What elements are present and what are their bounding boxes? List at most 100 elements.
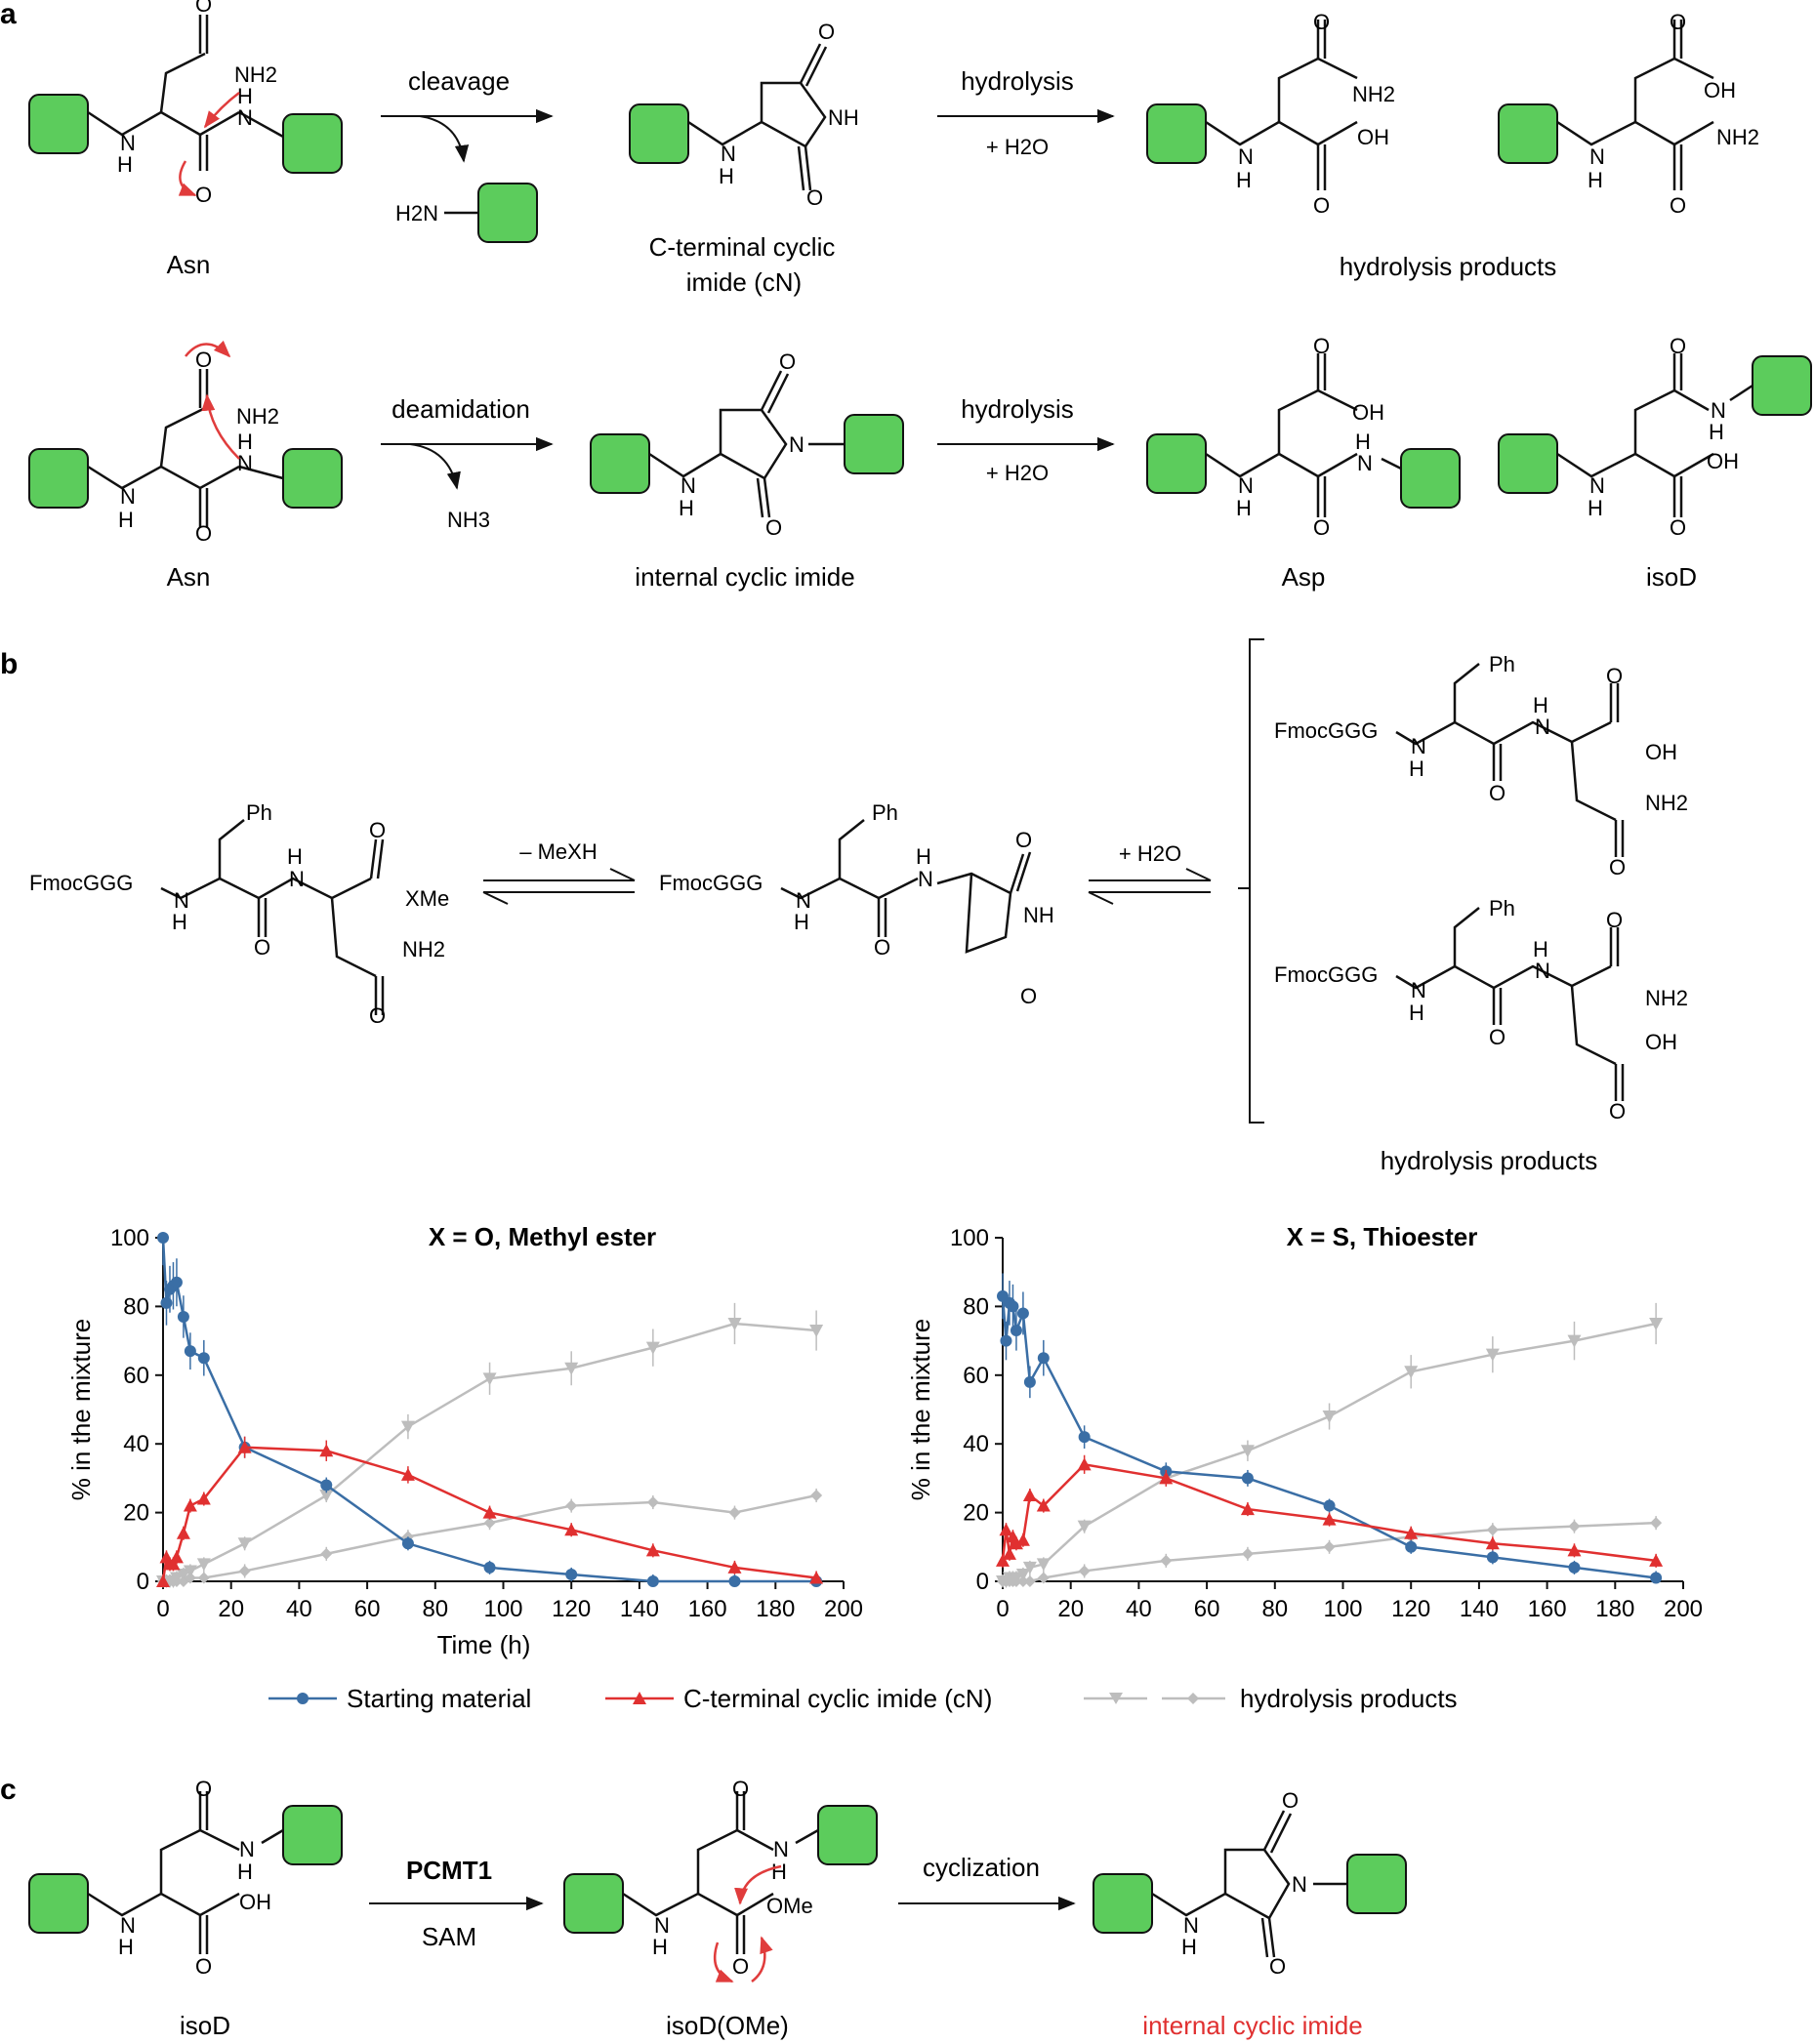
atom-n: N xyxy=(1238,144,1254,169)
data-point xyxy=(1022,1561,1037,1574)
data-point xyxy=(184,1345,196,1358)
data-point xyxy=(237,1440,252,1453)
data-point xyxy=(183,1498,197,1512)
atom-o: O xyxy=(195,347,212,372)
atom-oh: OH xyxy=(1645,740,1677,764)
data-point xyxy=(1241,1472,1254,1485)
atom-o: O xyxy=(1313,193,1330,218)
fmocggg-label: FmocGGG xyxy=(659,871,763,895)
y-axis-label: % in the mixture xyxy=(906,1319,935,1500)
x-tick-label: 40 xyxy=(1126,1596,1152,1622)
atom-n: N xyxy=(773,1837,789,1861)
atom-oh: OH xyxy=(1357,125,1389,149)
series-line xyxy=(163,1322,817,1583)
legend-text-imide: C-terminal cyclic imide (cN) xyxy=(683,1684,992,1713)
data-point xyxy=(646,1575,659,1587)
atom-n: N xyxy=(1292,1872,1307,1897)
data-point xyxy=(170,1575,183,1587)
atom-h: H xyxy=(679,496,694,520)
atom-n: N xyxy=(796,888,811,913)
row1-start-label: Asn xyxy=(167,250,211,279)
data-point xyxy=(1323,1499,1336,1512)
atom-nh2: NH2 xyxy=(1645,791,1688,815)
atom-o: O xyxy=(1313,515,1330,540)
atom-h: H xyxy=(1236,168,1252,192)
atom-h: H xyxy=(118,1935,134,1959)
data-point xyxy=(1037,1572,1050,1584)
atom-n: N xyxy=(721,142,736,166)
atom-h: H xyxy=(794,910,809,934)
data-point xyxy=(1159,1471,1174,1485)
data-point xyxy=(197,1572,210,1584)
data-point xyxy=(1022,1489,1037,1501)
data-point xyxy=(1016,1307,1029,1320)
data-point xyxy=(565,1499,578,1512)
data-point xyxy=(1015,1533,1030,1546)
peptide-cn-structure xyxy=(780,819,1032,954)
deamidation-label: deamidation xyxy=(392,394,530,424)
atom-o: O xyxy=(1606,664,1623,688)
data-point xyxy=(728,1506,741,1519)
data-point xyxy=(565,1568,578,1580)
data-point xyxy=(1078,1431,1091,1444)
atom-o: O xyxy=(818,20,835,44)
x-tick-label: 120 xyxy=(1391,1596,1430,1622)
x-tick-label: 20 xyxy=(218,1596,244,1622)
atom-o: O xyxy=(1489,781,1506,805)
fmocggg-label: FmocGGG xyxy=(29,871,133,895)
atom-o: O xyxy=(1489,1025,1506,1049)
atom-n: N xyxy=(289,867,305,891)
data-point xyxy=(1023,1575,1036,1587)
chart-legend: Starting material C-terminal cyclic imid… xyxy=(268,1684,1458,1713)
data-point xyxy=(157,1232,169,1244)
atom-nh2: NH2 xyxy=(1645,986,1688,1010)
data-point xyxy=(1010,1325,1022,1337)
atom-oh: OH xyxy=(1352,400,1384,425)
atom-o: O xyxy=(1269,1954,1286,1979)
atom-nh2: NH2 xyxy=(1352,82,1395,106)
byproduct-nh3: NH3 xyxy=(447,508,490,532)
legend-marker-starting xyxy=(297,1693,309,1704)
atom-o: O xyxy=(195,1954,212,1979)
data-point xyxy=(1016,1575,1029,1587)
water-label: + H2O xyxy=(986,461,1049,485)
data-point xyxy=(564,1523,579,1536)
pcmt1-label: PCMT1 xyxy=(406,1856,492,1885)
atom-n: N xyxy=(1535,959,1550,983)
hydrolysis-label: hydrolysis xyxy=(961,394,1074,424)
isod-ome-structure xyxy=(563,1791,878,1954)
data-point xyxy=(166,1557,181,1571)
data-point xyxy=(1240,1445,1255,1458)
atom-o: O xyxy=(732,1954,749,1979)
ome-label: OMe xyxy=(766,1894,813,1918)
atom-o: O xyxy=(1670,10,1686,34)
data-point xyxy=(999,1523,1013,1536)
data-point xyxy=(1240,1502,1255,1516)
x-tick-label: 180 xyxy=(756,1596,795,1622)
y-tick-label: 20 xyxy=(963,1500,989,1527)
atom-h: H xyxy=(117,152,133,177)
cn-label-2: imide (cN) xyxy=(686,267,802,297)
atom-nh2: NH2 xyxy=(234,62,277,87)
data-point xyxy=(1405,1540,1418,1553)
atom-h: H xyxy=(1533,693,1548,717)
data-point xyxy=(1567,1334,1582,1348)
x-tick-label: 100 xyxy=(483,1596,522,1622)
hydrolysis-product-1 xyxy=(1146,20,1358,190)
data-point xyxy=(196,1558,211,1572)
atom-n: N xyxy=(239,1837,255,1861)
product-bracket xyxy=(1249,638,1264,1124)
internal-imide-structure xyxy=(590,370,904,518)
data-point xyxy=(645,1543,660,1557)
byproduct-curved-arrow xyxy=(409,443,461,490)
red-curved-arrow xyxy=(178,160,197,197)
y-tick-label: 100 xyxy=(110,1225,149,1251)
eq-half-head xyxy=(482,891,509,905)
internal-imide-final xyxy=(1093,1810,1407,1958)
green-residue-box xyxy=(28,94,89,154)
data-point xyxy=(564,1362,579,1375)
atom-o: O xyxy=(195,183,212,207)
atom-n: N xyxy=(918,867,933,891)
